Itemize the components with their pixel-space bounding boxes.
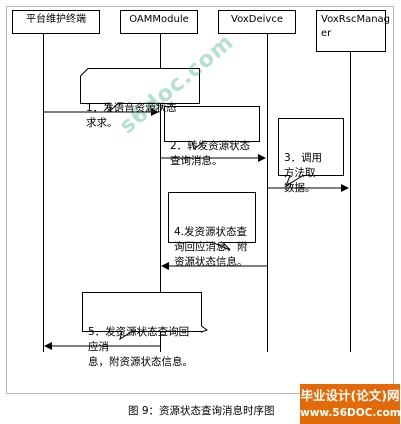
note-2: 2．转发资源状态 查询消息。 [164,106,260,167]
site-logo-line1: 毕业设计(论文)网 [300,388,400,403]
note-3-text: 3．调用 方法取 数据。 [284,152,323,194]
note-4: 4.发资源状态查 询回应消息，附 资源状态信息。 [168,192,256,268]
participant-vox: VoxDeivce [218,10,296,34]
site-logo: 毕业设计(论文)网 www.56DOC.com [300,384,401,424]
lifeline-vox [267,34,268,352]
note-4-text: 4.发资源状态查 询回应消息，附 资源状态信息。 [174,226,248,268]
note-3: 3．调用 方法取 数据。 [278,118,344,194]
lifeline-rsc [350,52,351,352]
participant-oam: OAMModule [120,10,198,34]
participant-platform: 平台维护终端 [12,10,100,34]
lifeline-platform [43,34,44,352]
figure-caption: 图 9：资源状态查询消息时序图 [128,405,275,417]
note-5-text: 5．发资源状态查询回应消 息，附资源状态信息。 [88,326,193,368]
note-2-text: 2．转发资源状态 查询消息。 [170,140,251,167]
note-1: 1．发语音资源状态 求求。 [80,68,200,129]
note-5: 5．发资源状态查询回应消 息，附资源状态信息。 [82,292,209,368]
lifeline-oam [160,34,161,352]
site-logo-line2: www.56DOC.com [300,407,401,419]
participant-rsc: VoxRscManag er [316,10,390,52]
